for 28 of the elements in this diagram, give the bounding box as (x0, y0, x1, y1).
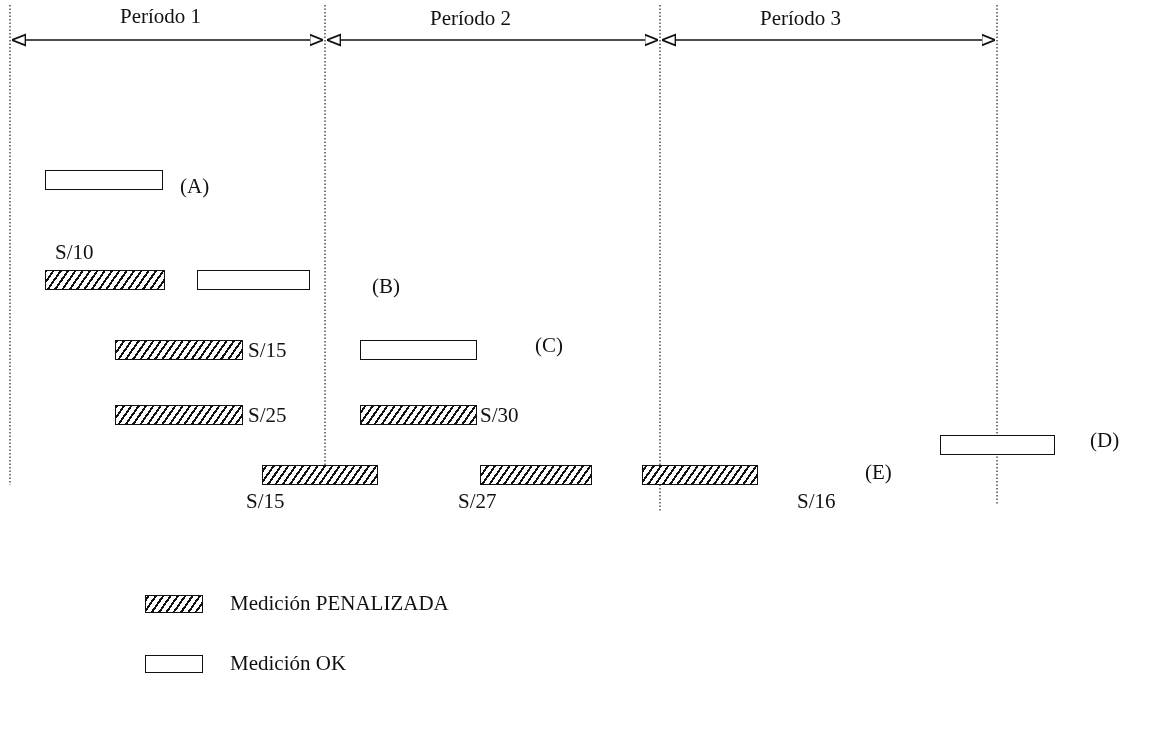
empty-bar (360, 340, 477, 360)
period-label: Período 1 (120, 4, 202, 29)
measurement-label: S/27 (458, 489, 497, 514)
empty-bar (197, 270, 310, 290)
empty-bar (940, 435, 1055, 455)
row-label: (A) (180, 174, 210, 199)
measurement-label: S/15 (246, 489, 285, 514)
period-label: Período 3 (760, 6, 842, 31)
measurement-label: S/10 (55, 240, 94, 265)
measurement-label: S/15 (248, 338, 287, 363)
legend-label: Medición PENALIZADA (230, 591, 449, 616)
measurement-label: S/30 (480, 403, 519, 428)
row-label: (C) (535, 333, 563, 358)
hatched-bar (115, 340, 243, 360)
period-label: Período 2 (430, 6, 512, 31)
measurement-label: S/16 (797, 489, 836, 514)
row-label: (E) (865, 460, 892, 485)
hatched-bar (480, 465, 592, 485)
hatched-bar (45, 270, 165, 290)
empty-bar (45, 170, 163, 190)
measurement-label: S/25 (248, 403, 287, 428)
hatched-bar (115, 405, 243, 425)
hatched-bar (262, 465, 378, 485)
legend-label: Medición OK (230, 651, 347, 676)
row-label: (B) (372, 274, 400, 299)
hatched-bar (360, 405, 477, 425)
row-label: (D) (1090, 428, 1120, 453)
hatched-bar (642, 465, 758, 485)
